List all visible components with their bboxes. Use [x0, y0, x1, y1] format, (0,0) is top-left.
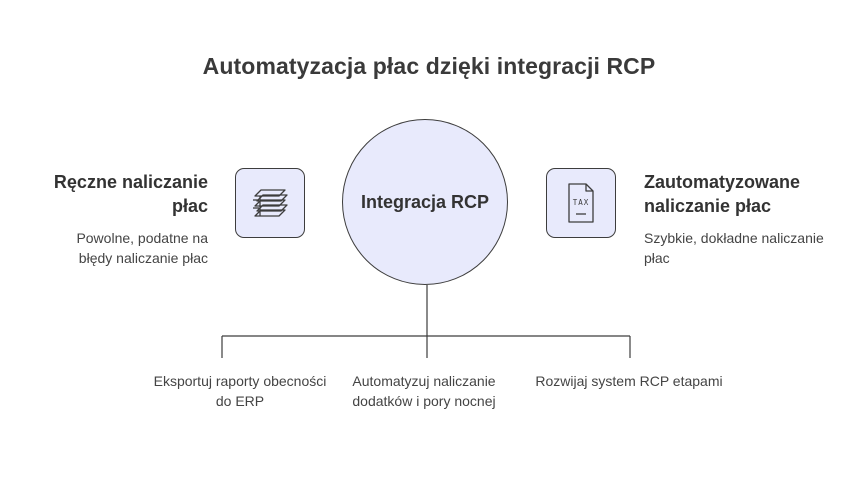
- tax-icon-text: TAX: [573, 198, 590, 207]
- tax-document-icon-box: TAX: [546, 168, 616, 238]
- diagram-title: Automatyzacja płac dzięki integracji RCP: [202, 53, 656, 79]
- tax-document-icon: TAX: [568, 183, 594, 223]
- hub-circle: Integracja RCP: [342, 119, 508, 285]
- step-automate-allowances: Automatyzuj naliczanie dodatków i pory n…: [352, 373, 496, 409]
- cash-stack-icon: [253, 189, 288, 217]
- step-develop-system: Rozwijaj system RCP etapami: [535, 373, 723, 389]
- manual-payroll-heading: Ręczne naliczanie płac: [53, 172, 208, 216]
- step-export-reports: Eksportuj raporty obecności do ERP: [153, 373, 327, 409]
- manual-payroll-description: Powolne, podatne na błędy naliczanie pła…: [76, 230, 208, 266]
- cash-stack-icon-box: [235, 168, 305, 238]
- automated-payroll-description: Szybkie, dokładne naliczanie płac: [644, 230, 824, 266]
- hub-label: Integracja RCP: [360, 191, 490, 212]
- automated-payroll-heading: Zautomatyzowane naliczanie płac: [644, 172, 801, 216]
